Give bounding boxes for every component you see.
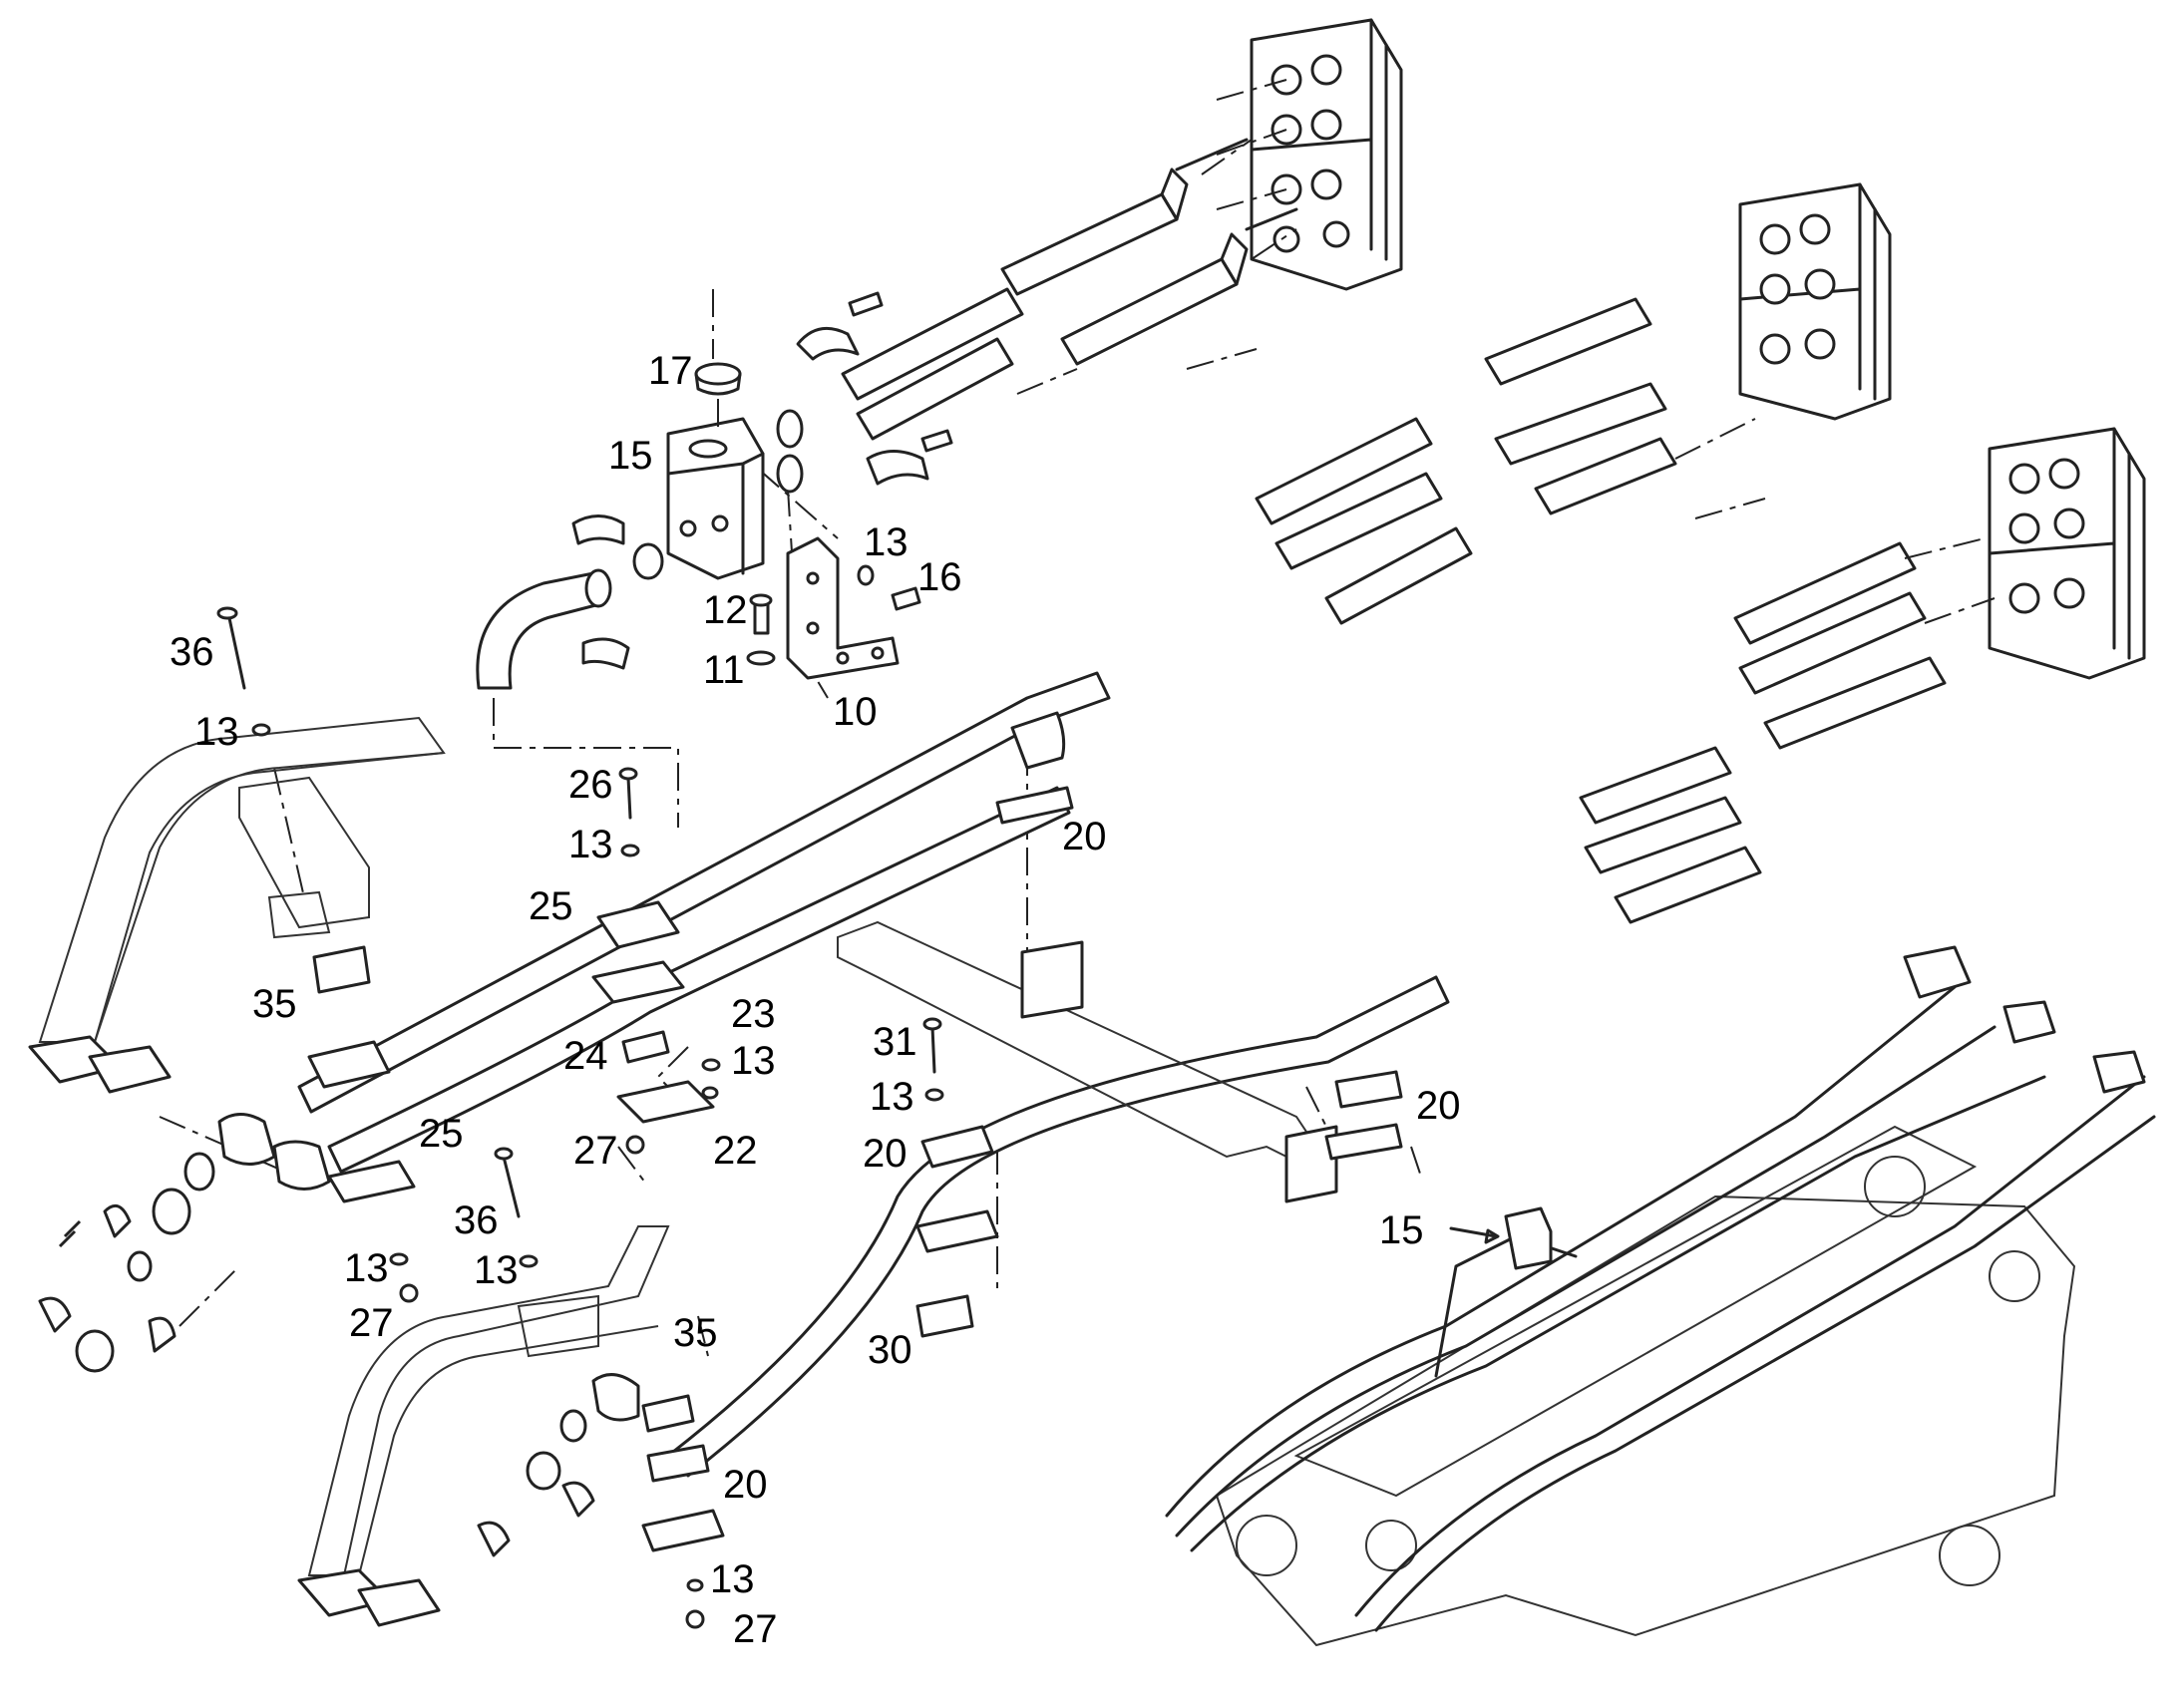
elbow-tube [476,568,612,690]
hydraulic-hoses-middle [1255,297,1677,625]
callout-13: 13 [344,1246,389,1290]
callout-20: 20 [863,1132,908,1176]
callout-27: 27 [349,1301,394,1345]
hydraulic-tubes-main [297,671,1450,1478]
cross-member-frame [837,920,1338,1203]
callout-labels: 17 15 13 16 12 11 10 36 13 26 13 20 25 3… [170,349,1461,1651]
callout-12: 12 [703,588,748,632]
callout-22: 22 [713,1129,758,1173]
flange-fittings-lower [38,1113,640,1557]
callout-27: 27 [573,1129,618,1173]
clamps-20-25-35 [307,711,1403,1552]
callout-31: 31 [873,1020,917,1064]
callout-25: 25 [419,1112,464,1156]
callout-20: 20 [1416,1084,1461,1128]
boom-frame-left-lower [297,1225,670,1627]
bolts-and-washers [216,606,944,1629]
hydraulic-hoses-upper [841,138,1298,441]
callout-16: 16 [917,555,962,599]
callout-15: 15 [1379,1208,1424,1252]
fasteners-11-12-13-16 [746,291,953,666]
split-flange-halves [571,326,929,670]
callout-13: 13 [568,823,613,866]
callout-17: 17 [648,349,693,393]
callout-36: 36 [454,1198,499,1242]
callout-13: 13 [731,1039,776,1083]
callout-30: 30 [868,1328,912,1372]
boom-frame-left-upper [28,716,446,1094]
callout-13: 13 [474,1248,519,1292]
control-valve-block-1 [1250,18,1403,291]
callout-27: 27 [733,1607,778,1651]
valve-block-15 [666,417,765,580]
callout-26: 26 [568,763,613,807]
callout-35: 35 [252,982,297,1026]
callout-15: 15 [608,434,653,478]
assembly-centerlines [159,79,1996,1357]
control-valve-block-2 [1738,182,1892,421]
callout-25: 25 [529,884,573,928]
mounting-bracket-10 [786,536,900,680]
callout-20: 20 [1062,815,1107,858]
callout-35: 35 [673,1311,718,1355]
callout-13: 13 [194,710,239,754]
hydraulic-hoses-right [1579,541,1947,924]
callout-11: 11 [703,648,745,692]
control-valve-block-3 [1988,427,2146,680]
callout-10: 10 [833,690,878,734]
callout-20: 20 [723,1463,768,1507]
callout-13: 13 [870,1075,914,1119]
callout-23: 23 [731,992,776,1036]
plug-17 [694,362,742,429]
callout-13: 13 [710,1557,755,1601]
callout-13: 13 [864,520,908,564]
boom-assembly-overview [1165,945,2156,1647]
callout-36: 36 [170,630,214,674]
callout-24: 24 [563,1034,608,1078]
